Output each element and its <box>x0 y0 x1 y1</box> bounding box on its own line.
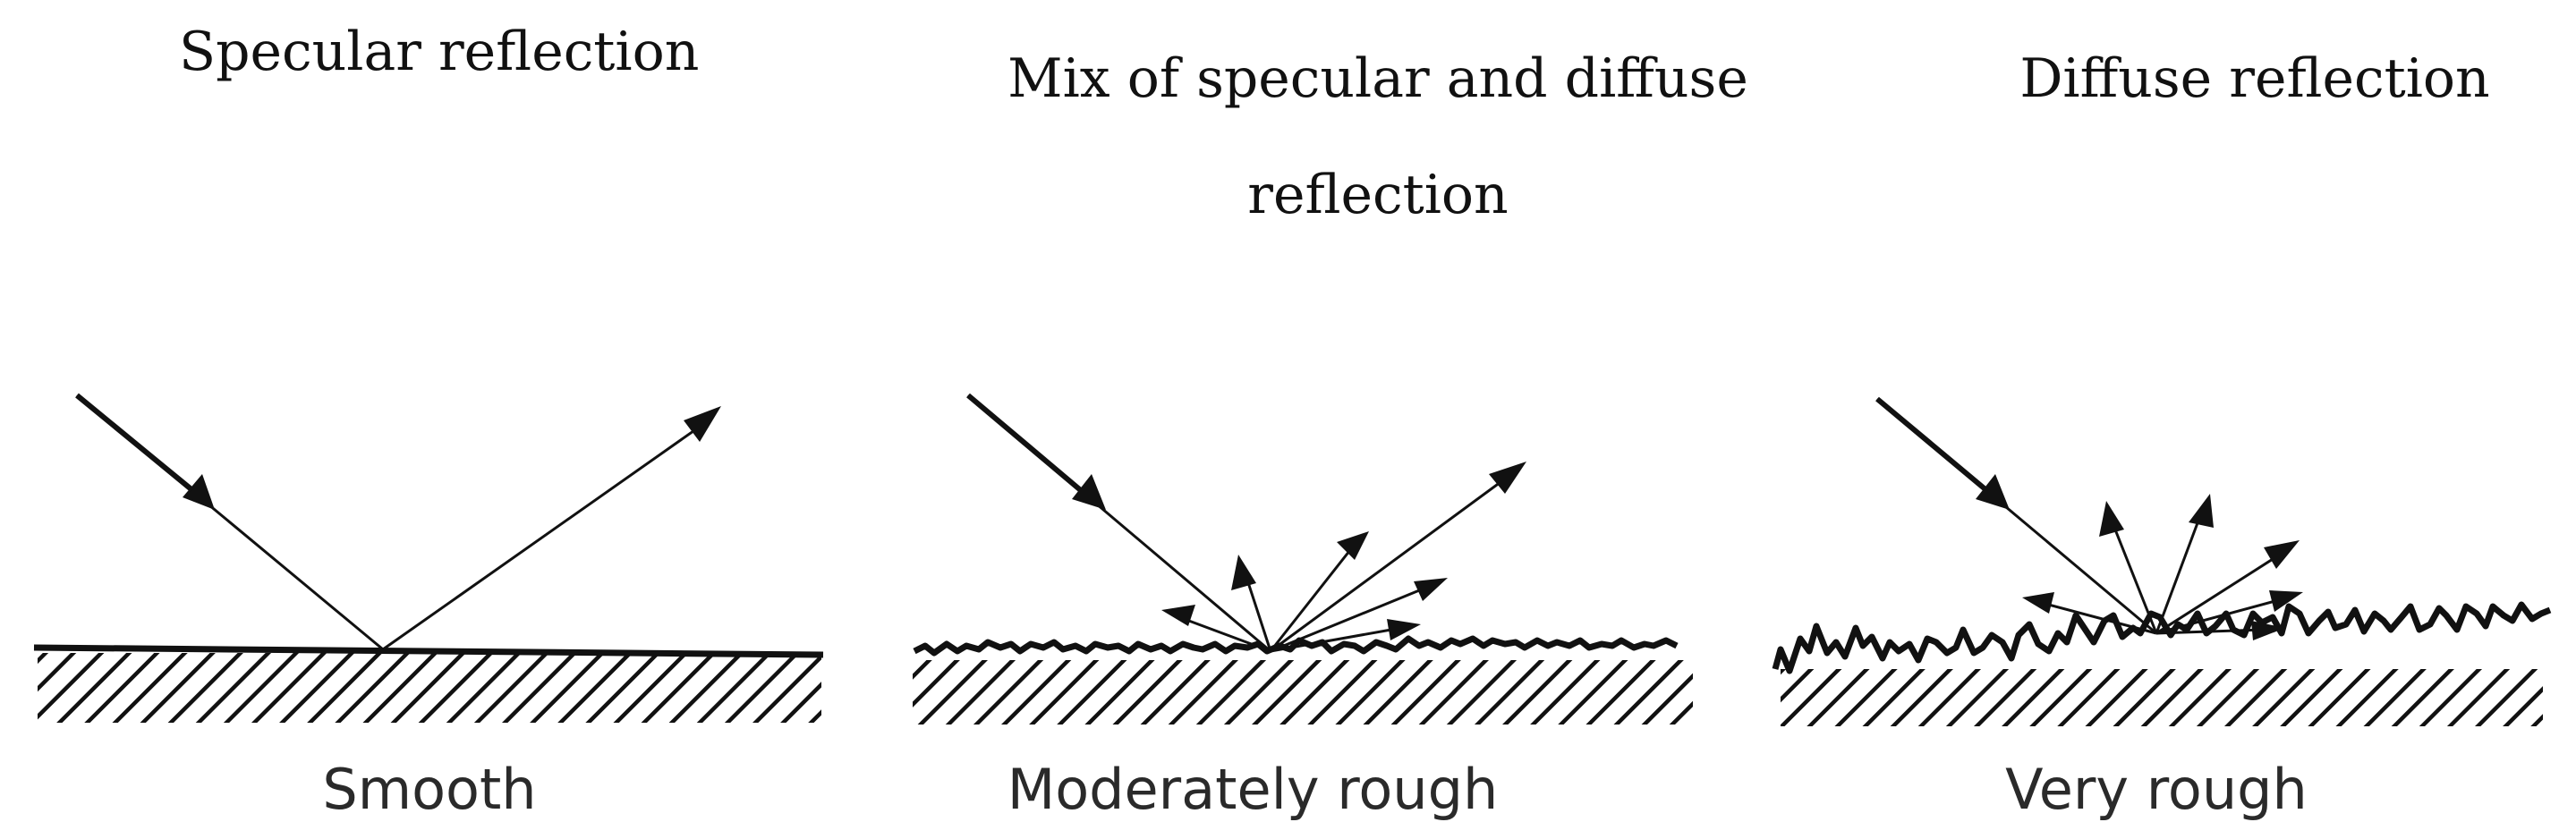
title-mixed-reflection-line-2: reflection <box>1247 164 1509 226</box>
incident-arrow-very-rough <box>1976 474 2010 510</box>
reflected-rays-very-rough <box>2041 513 2283 635</box>
panel-very-rough <box>1772 396 2552 726</box>
panel-moderately-rough <box>913 393 1693 725</box>
label-very-rough: Very rough <box>2005 757 2308 822</box>
reflected-arrowheads-very-rough <box>2022 494 2303 640</box>
reflected-rays-moderate <box>1178 470 1515 653</box>
title-diffuse-reflection: Diffuse reflection <box>2019 47 2490 110</box>
label-moderately-rough: Moderately rough <box>1007 757 1499 822</box>
incident-arrow-smooth <box>183 474 215 510</box>
rough-surface-very-rough <box>1772 601 2552 674</box>
label-smooth: Smooth <box>322 757 537 822</box>
reflected-arrow-smooth <box>684 406 721 442</box>
smooth-surface-line <box>33 644 824 658</box>
title-mixed-reflection-line-1: Mix of specular and diffuse <box>1007 47 1748 110</box>
panel-smooth <box>33 393 824 723</box>
rough-surface-moderate <box>913 635 1679 657</box>
hatched-surface-very-rough <box>1781 669 2543 726</box>
hatched-surface-moderate <box>913 660 1693 725</box>
reflected-arrowheads-moderate <box>1161 462 1526 640</box>
incident-arrow-moderate <box>1072 474 1106 510</box>
title-specular-reflection: Specular reflection <box>179 21 700 83</box>
reflected-ray-smooth <box>382 419 710 651</box>
hatched-surface-smooth <box>38 653 821 723</box>
